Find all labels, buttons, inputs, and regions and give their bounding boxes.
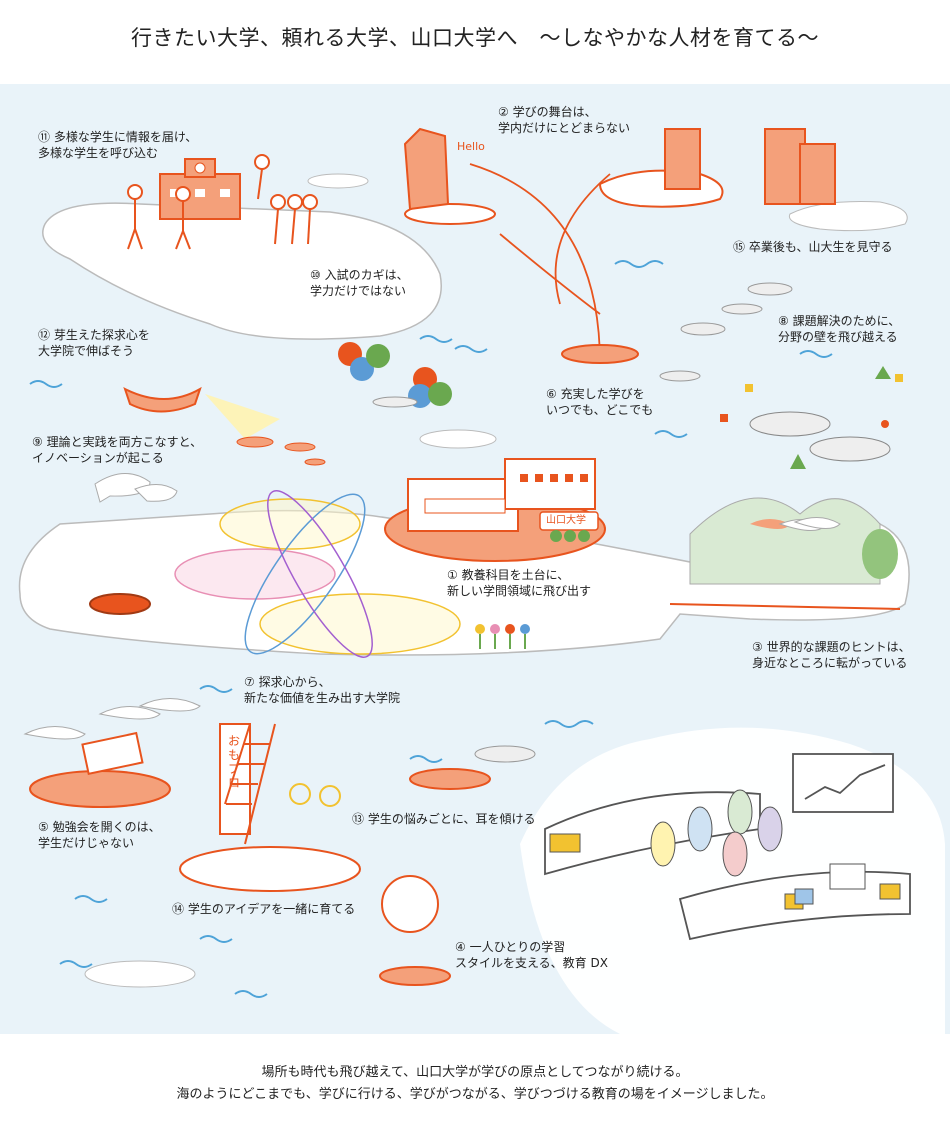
footer-line-1: 場所も時代も飛び越えて、山口大学が学びの原点としてつながり続ける。 <box>261 1065 689 1080</box>
university-sign: 山口大学 <box>546 515 586 526</box>
overlapping-ellipses <box>174 490 461 658</box>
caption-6: ⑥ 充実した学びを いつでも、どこでも <box>546 387 654 417</box>
caption-1: ① 教養科目を土台に、 新しい学問領域に飛び出す <box>447 568 592 598</box>
waves <box>29 260 833 998</box>
caption-15: ⑮ 卒業後も、山大生を見守る <box>733 240 893 254</box>
caption-5: ⑤ 勉強会を開くのは、 学生だけじゃない <box>38 820 161 850</box>
caption-2: ② 学びの舞台は、 学内だけにとどまらない <box>498 105 631 135</box>
caption-12: ⑫ 芽生えた探求心を 大学院で伸ばそう <box>38 328 150 358</box>
footer-text: 場所も時代も飛び越えて、山口大学が学びの原点としてつながり続ける。 海のようにど… <box>0 1062 950 1106</box>
confetti-shapes <box>720 366 903 469</box>
island-outreach <box>42 202 442 340</box>
footer-line-2: 海のようにどこまでも、学びに行ける、学びがつながる、学びつづける教育の場をイメー… <box>176 1087 774 1102</box>
caption-13: ⑬ 学生の悩みごとに、耳を傾ける <box>352 812 536 826</box>
caption-7: ⑦ 探求心から、 新たな価値を生み出す大学院 <box>244 675 401 705</box>
caption-14: ⑭ 学生のアイデアを一緒に育てる <box>172 902 356 916</box>
caption-3: ③ 世界的な課題のヒントは、 身近なところに転がっている <box>752 640 911 670</box>
island-map-illustration <box>18 127 945 1034</box>
campus-building <box>407 458 596 532</box>
illustration-sea: ⑪ 多様な学生に情報を届け、 多様な学生を呼び込む ② 学びの舞台は、 学内だけ… <box>0 84 950 1034</box>
hello-sign: Hello <box>457 140 485 153</box>
flowers <box>475 624 530 649</box>
future-people <box>650 789 783 877</box>
omopuro-banner: おもプロ <box>228 734 241 790</box>
caption-10: ⑩ 入試のカギは、 学力だけではない <box>310 268 409 298</box>
school-building-11 <box>159 158 241 220</box>
page-title: 行きたい大学、頼れる大学、山口大学へ 〜しなやかな人材を育てる〜 <box>131 26 819 50</box>
caption-11: ⑪ 多様な学生に情報を届け、 多様な学生を呼び込む <box>38 130 198 160</box>
caption-9: ⑨ 理論と実践を両方こなすと、 イノベーションが起こる <box>32 435 203 465</box>
caption-4: ④ 一人ひとりの学習 スタイルを支える、教育 DX <box>455 940 608 970</box>
caption-8: ⑧ 課題解決のために、 分野の壁を飛び越える <box>778 314 901 344</box>
